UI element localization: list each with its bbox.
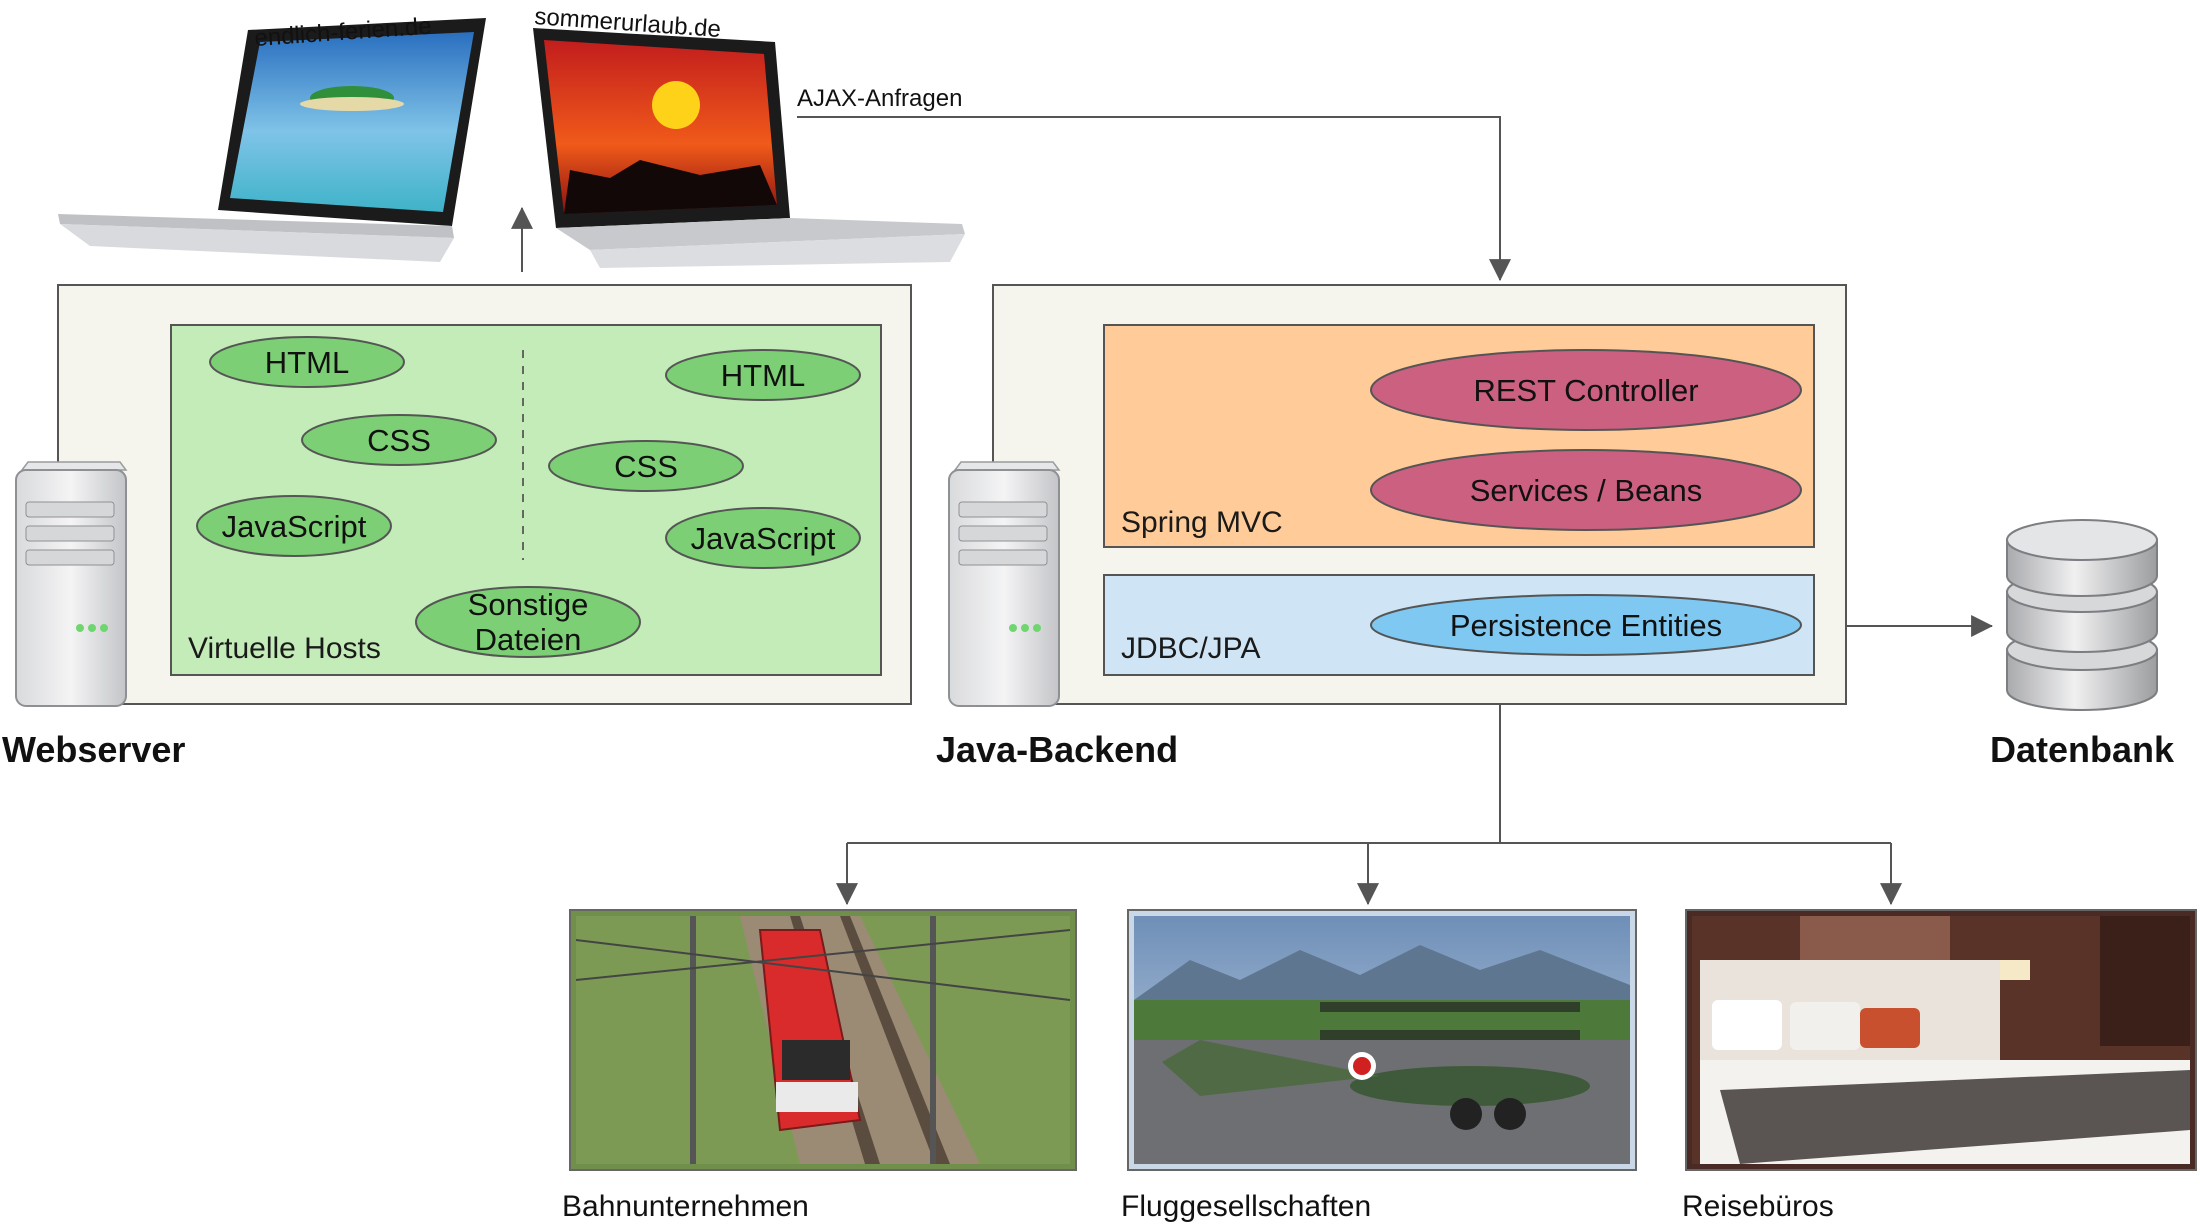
ellipse-label: REST Controller [1473, 373, 1698, 408]
arrow-ajax [797, 116, 1511, 282]
rail-label: Bahnunternehmen [562, 1190, 809, 1223]
webserver-title: Webserver [2, 729, 185, 770]
rail-photo [569, 909, 1077, 1171]
ellipse-label: Services / Beans [1470, 473, 1703, 508]
ellipse-label: HTML [265, 345, 349, 380]
ellipse-html-left: HTML [209, 336, 405, 388]
jdbc-jpa-label: JDBC/JPA [1121, 632, 1260, 665]
laptop-sommerurlaub: sommerurlaub.de [533, 3, 965, 268]
travel-agency-photo [1685, 909, 2197, 1171]
airline-photo [1127, 909, 1637, 1171]
ellipse-services-beans: Services / Beans [1370, 449, 1802, 531]
ellipse-css-right: CSS [548, 440, 744, 492]
backend-title: Java-Backend [936, 729, 1178, 770]
ellipse-label-line1: Sonstige [468, 587, 589, 622]
ellipse-label-line2: Dateien [475, 622, 582, 657]
ellipse-label: CSS [367, 423, 431, 458]
server-tower-icon [15, 461, 128, 707]
ellipse-label: JavaScript [222, 509, 367, 544]
ellipse-other-files: Sonstige Dateien [415, 586, 641, 658]
ellipse-javascript-left: JavaScript [196, 495, 392, 557]
ellipse-css-left: CSS [301, 414, 497, 466]
airline-label: Fluggesellschaften [1121, 1190, 1371, 1223]
server-tower-icon [948, 461, 1061, 707]
ellipse-label: CSS [614, 449, 678, 484]
travel-agency-label: Reisebüros [1682, 1190, 1834, 1223]
ellipse-persistence-entities: Persistence Entities [1370, 594, 1802, 656]
spring-mvc-label: Spring MVC [1121, 506, 1283, 539]
ellipse-label: JavaScript [691, 521, 836, 556]
ellipse-html-right: HTML [665, 349, 861, 401]
ellipse-rest-controller: REST Controller [1370, 349, 1802, 431]
ellipse-label: Persistence Entities [1450, 608, 1722, 643]
ellipse-label: HTML [721, 358, 805, 393]
database-title: Datenbank [1990, 729, 2175, 770]
database-icon [2006, 519, 2158, 711]
laptop-endlich-ferien: endlich-ferien.de [58, 13, 486, 262]
ellipse-javascript-right: JavaScript [665, 507, 861, 569]
partner-connectors [836, 704, 1902, 906]
virtual-hosts-label: Virtuelle Hosts [188, 632, 381, 665]
ajax-label: AJAX-Anfragen [797, 85, 962, 112]
